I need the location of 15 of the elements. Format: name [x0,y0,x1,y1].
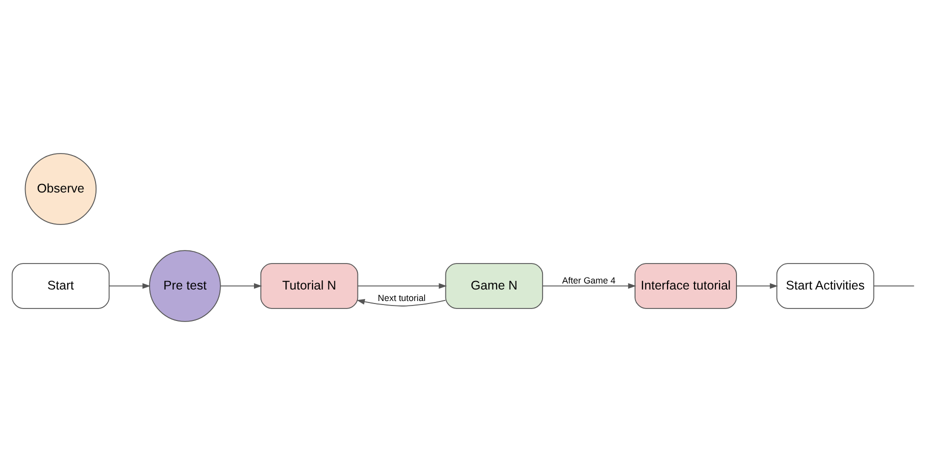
node-box: Interface tutorial [634,263,737,309]
arrow [220,283,262,289]
node-box: Tutorial N [260,263,358,309]
arrow [357,283,447,289]
node-box: Start [12,263,110,309]
edge-label: Next tutorial [378,293,426,304]
arrow [108,283,151,289]
node-circle: Observe [24,153,97,225]
node-box: Game N [445,263,544,309]
arrow [736,283,778,289]
node-circle: Pre test [149,250,221,322]
edge-label: After Game 4 [562,275,616,286]
arrow [542,283,636,289]
node-box: Start Activities [776,263,874,309]
arrow [356,299,446,306]
